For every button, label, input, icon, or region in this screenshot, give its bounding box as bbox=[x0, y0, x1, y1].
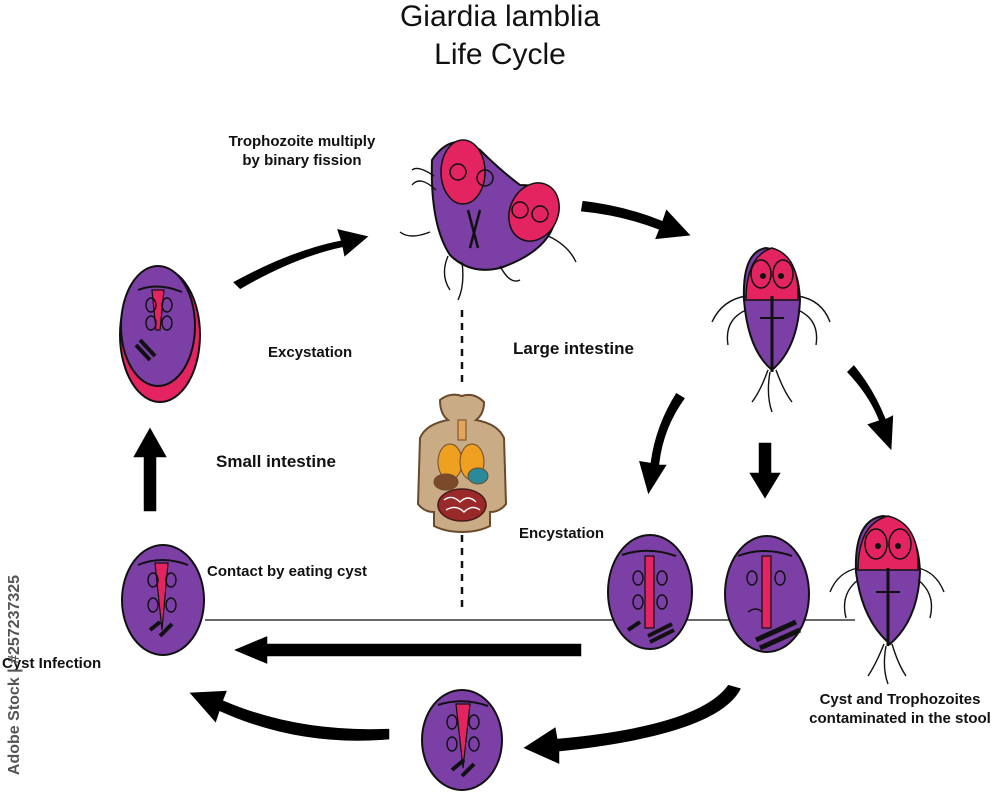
arrow-contact-to-excystation bbox=[130, 424, 170, 513]
label-small-intestine: Small intestine bbox=[216, 452, 336, 471]
arrow-bottom-cyst-to-infection bbox=[186, 689, 391, 743]
label-cyst-infection: Cyst Infection bbox=[2, 655, 102, 672]
label-encystation: Encystation bbox=[519, 525, 605, 542]
excysting-cyst bbox=[119, 265, 201, 403]
human-digestive-system-icon bbox=[416, 393, 508, 534]
label-cyst-and-trophozoites: Cyst and Trophozoites contaminated in th… bbox=[809, 691, 991, 727]
arrow-multiply-to-trophozoite bbox=[579, 199, 694, 241]
arrow-trophozoite-to-stool-trophozoite bbox=[844, 362, 895, 454]
arrow-stool-to-infection-straight bbox=[230, 633, 583, 667]
stool-trophozoite bbox=[829, 514, 945, 685]
label-trophozoite-multiply: Trophozoite multiply by binary fission bbox=[228, 133, 376, 169]
label-contact-eating-cyst: Contact by eating cyst bbox=[207, 563, 368, 580]
label-large-intestine: Large intestine bbox=[513, 339, 634, 358]
arrow-to-cyst-a bbox=[636, 390, 688, 498]
stock-watermark: Adobe Stock | #257237325 bbox=[6, 574, 23, 776]
diagram-title-line2: Life Cycle bbox=[434, 38, 566, 71]
encysted-cyst-b bbox=[724, 535, 810, 653]
diagram-title-line1: Giardia lamblia bbox=[399, 0, 601, 33]
encysted-cyst-a bbox=[607, 534, 693, 650]
arrow-to-cyst-b bbox=[746, 441, 784, 502]
label-excystation: Excystation bbox=[268, 344, 353, 361]
dividing-trophozoites bbox=[399, 139, 577, 301]
ingested-cyst bbox=[121, 544, 205, 656]
environment-cyst bbox=[421, 689, 503, 791]
trophozoite bbox=[711, 246, 831, 413]
arrow-excystation-to-multiply bbox=[230, 226, 372, 291]
arrow-stool-to-bottom-cyst bbox=[520, 683, 744, 767]
